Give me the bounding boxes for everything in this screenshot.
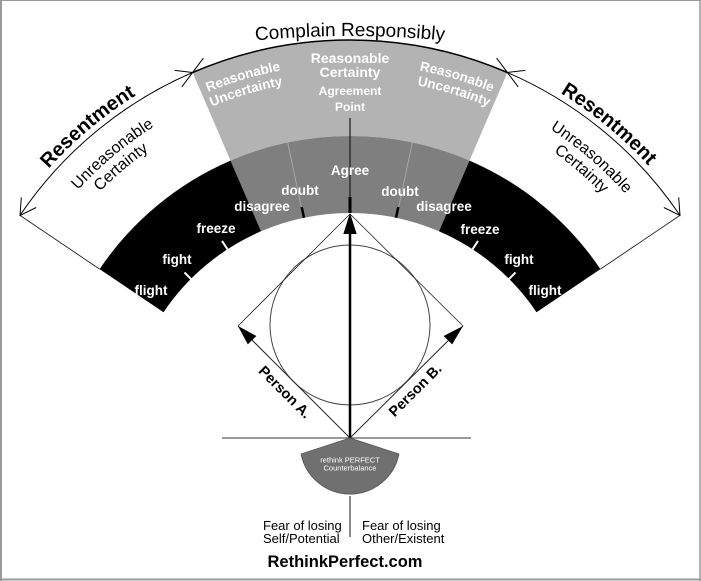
response-left-disagree: disagree [234,199,290,214]
fight-tick-left [183,271,192,280]
response-left-flight: flight [135,283,168,298]
boundary-line-right [600,215,681,270]
response-left-freeze: freeze [196,221,236,236]
response-left-doubt: doubt [281,183,319,198]
resentment-arc-left [19,72,193,216]
reasonable-certainty-line2: Certainty [320,64,381,80]
counterbalance-shape [300,437,400,495]
agreement-point-line1: Agreement [319,84,382,98]
reaction-band-left [99,160,261,313]
reasonable-certainty-line1: Reasonable [311,50,390,66]
separator-right [396,142,413,217]
counterbalance-label-2: Counterbalance [324,464,377,473]
boundary-line-left [19,215,100,270]
freeze-tick-right [471,240,479,250]
doubt-tick-left [300,206,306,219]
resentment-arrowhead-right [663,197,681,217]
freeze-tick-left [221,240,229,250]
resentment-arc-right [507,72,681,216]
counterbalance-label-1: rethink PERFECT [320,456,380,465]
person-b-arrowhead-icon [443,326,463,345]
response-right-disagree: disagree [416,199,472,214]
response-right-fight: fight [504,252,534,267]
agreement-point-line2: Point [335,100,365,114]
fear-left-line2: Self/Potential [263,531,340,546]
junction-cross-right-icon [496,57,526,88]
resentment-arrowhead-left [19,197,37,217]
person-b-upper-line [349,213,464,327]
fear-right-line2: Other/Existent [362,531,445,546]
reaction-band-right [439,160,601,313]
fight-tick-right [508,271,517,280]
person-b-line [349,325,464,439]
person-a-line [237,325,351,439]
junction-cross-left-icon [174,57,204,88]
response-left-fight: fight [162,252,192,267]
footer-website: RethinkPerfect.com [268,553,423,571]
fear-right-line1: Fear of losing [362,518,441,533]
agreement-arrowhead-icon [343,213,357,234]
reasonable-zone-sector [192,40,508,161]
fear-left-line1: Fear of losing [263,518,342,533]
separator-left [287,142,304,217]
response-right-doubt: doubt [381,184,419,199]
response-agree: Agree [331,163,370,178]
response-right-freeze: freeze [460,222,500,237]
person-a-arrowhead-icon [238,326,257,345]
complain-arc [192,39,508,74]
doubt-tick-right [394,206,400,219]
person-a-upper-line [237,213,351,327]
response-right-flight: flight [529,283,562,298]
